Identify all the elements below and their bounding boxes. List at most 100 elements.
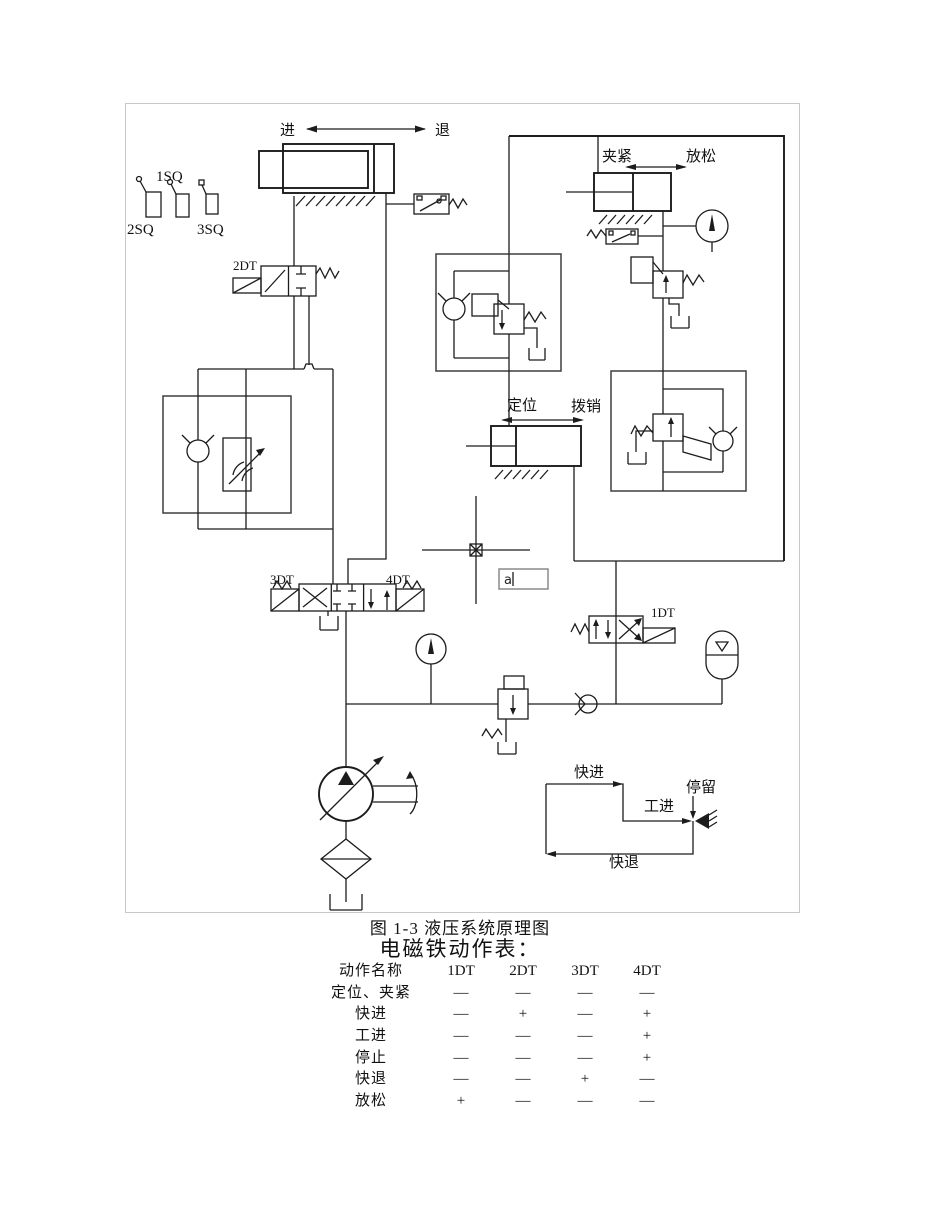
cad-crosshair (422, 496, 530, 604)
pull-pin-label: 拨销 (571, 398, 601, 415)
sequence-valve-box (610, 370, 747, 492)
cell: — (515, 1049, 531, 1066)
valve-1dt: 1DT (570, 605, 676, 644)
rapid-advance-label: 快进 (574, 764, 604, 781)
clamp-circuit: 夹紧 放松 (566, 148, 729, 371)
spring (523, 310, 547, 324)
spring (402, 579, 422, 591)
cell: — (515, 1093, 531, 1110)
flow-control-box (162, 369, 334, 584)
cell: + (580, 1071, 590, 1088)
check-valve-icon (442, 297, 466, 321)
table-row: 工进 — — — + (312, 1026, 678, 1048)
cad-input-text[interactable]: a (504, 573, 512, 588)
positioning-cylinder: 定位 拨销 (466, 397, 601, 561)
table-row: 快退 — — + — (312, 1069, 678, 1091)
spring (481, 727, 503, 740)
pilot-relief-box-center (435, 253, 562, 426)
spring (272, 579, 292, 591)
tank-icon (497, 742, 517, 755)
cell: — (577, 1028, 593, 1045)
solenoid (270, 588, 300, 612)
work-cylinder: 进 退 (258, 122, 450, 584)
row-label: 放松 (354, 1093, 387, 1110)
sequence-valve-icon (652, 413, 684, 442)
cell: — (453, 1071, 469, 1088)
header-2dt: 2DT (509, 963, 537, 979)
ground-hatching (598, 214, 653, 225)
position-label: 定位 (507, 397, 537, 414)
dt1-label: 1DT (651, 605, 675, 620)
relief-valve-icon (652, 270, 684, 299)
rapid-return-label: 快退 (609, 854, 639, 871)
header-4dt: 4DT (633, 963, 661, 979)
check-valve-icon (712, 430, 734, 452)
cell: — (639, 1093, 655, 1110)
table-title: 电磁铁动作表： (379, 937, 541, 961)
table-header-row: 动作名称 1DT 2DT 3DT 4DT (312, 961, 678, 983)
row-label: 工进 (354, 1028, 387, 1045)
cell: — (515, 984, 531, 1001)
cell: + (456, 1093, 466, 1110)
cell: — (577, 1049, 593, 1066)
tank-icon (528, 348, 546, 361)
cell: — (453, 1049, 469, 1066)
cell: — (639, 984, 655, 1001)
valve-3dt-4dt: 3DT 4DT (270, 572, 425, 704)
rotation-arrow (409, 773, 418, 815)
dt2-label: 2DT (233, 258, 257, 273)
spring (682, 273, 705, 287)
spring (586, 228, 607, 240)
sq2-label: 2SQ (127, 222, 154, 238)
row-label: 停止 (354, 1049, 387, 1066)
hydraulic-schematic-figure: 进 退 1SQ 2SQ 3SQ (125, 103, 800, 913)
clamp-label: 夹紧 (602, 148, 632, 165)
spring (315, 266, 340, 280)
table-row: 放松 + — — — (312, 1091, 678, 1113)
cell: — (515, 1071, 531, 1088)
cell: — (453, 1028, 469, 1045)
throttle-valve-icon (222, 437, 252, 492)
cell: + (642, 1006, 652, 1023)
valve-2dt: 2DT (198, 258, 340, 370)
check-valve-main (574, 692, 598, 716)
figure-caption: 图 1-3 液压系统原理图 (369, 919, 551, 938)
header-3dt: 3DT (571, 963, 599, 979)
dt4-label: 4DT (386, 572, 410, 587)
cell: — (515, 1028, 531, 1045)
cell: — (577, 1006, 593, 1023)
header-action: 动作名称 (338, 963, 403, 979)
spring (448, 197, 468, 210)
tank-icon (670, 316, 690, 329)
cycle-diagram: 快进 工进 停留 快退 (545, 764, 718, 871)
cell: — (453, 984, 469, 1001)
retreat-label: 退 (435, 122, 450, 139)
cell: + (642, 1049, 652, 1066)
cell: — (453, 1006, 469, 1023)
work-feed-label: 工进 (644, 798, 674, 815)
sq1-label: 1SQ (156, 169, 183, 185)
cell: + (518, 1006, 528, 1023)
spring (570, 622, 590, 636)
ground-hatching (494, 469, 549, 480)
table-row: 停止 — — — + (312, 1048, 678, 1070)
release-label: 放松 (686, 148, 716, 165)
tank-icon (319, 616, 339, 631)
main-relief-valve (481, 675, 529, 755)
spring (630, 424, 654, 438)
pressure-switch-top (413, 193, 468, 215)
dwell-label: 停留 (686, 779, 716, 796)
dt3-label: 3DT (270, 572, 294, 587)
row-label: 快进 (354, 1006, 387, 1023)
stop-symbol (695, 813, 709, 829)
cad-input-box[interactable]: a (498, 568, 549, 590)
cell: — (577, 1093, 593, 1110)
pressure-gauge-main (415, 633, 447, 704)
cell: + (642, 1028, 652, 1045)
header-1dt: 1DT (447, 963, 475, 979)
solenoid (395, 588, 425, 612)
limit-switches: 1SQ 2SQ 3SQ (127, 169, 224, 238)
row-label: 快退 (354, 1071, 387, 1088)
advance-label: 进 (280, 122, 295, 139)
